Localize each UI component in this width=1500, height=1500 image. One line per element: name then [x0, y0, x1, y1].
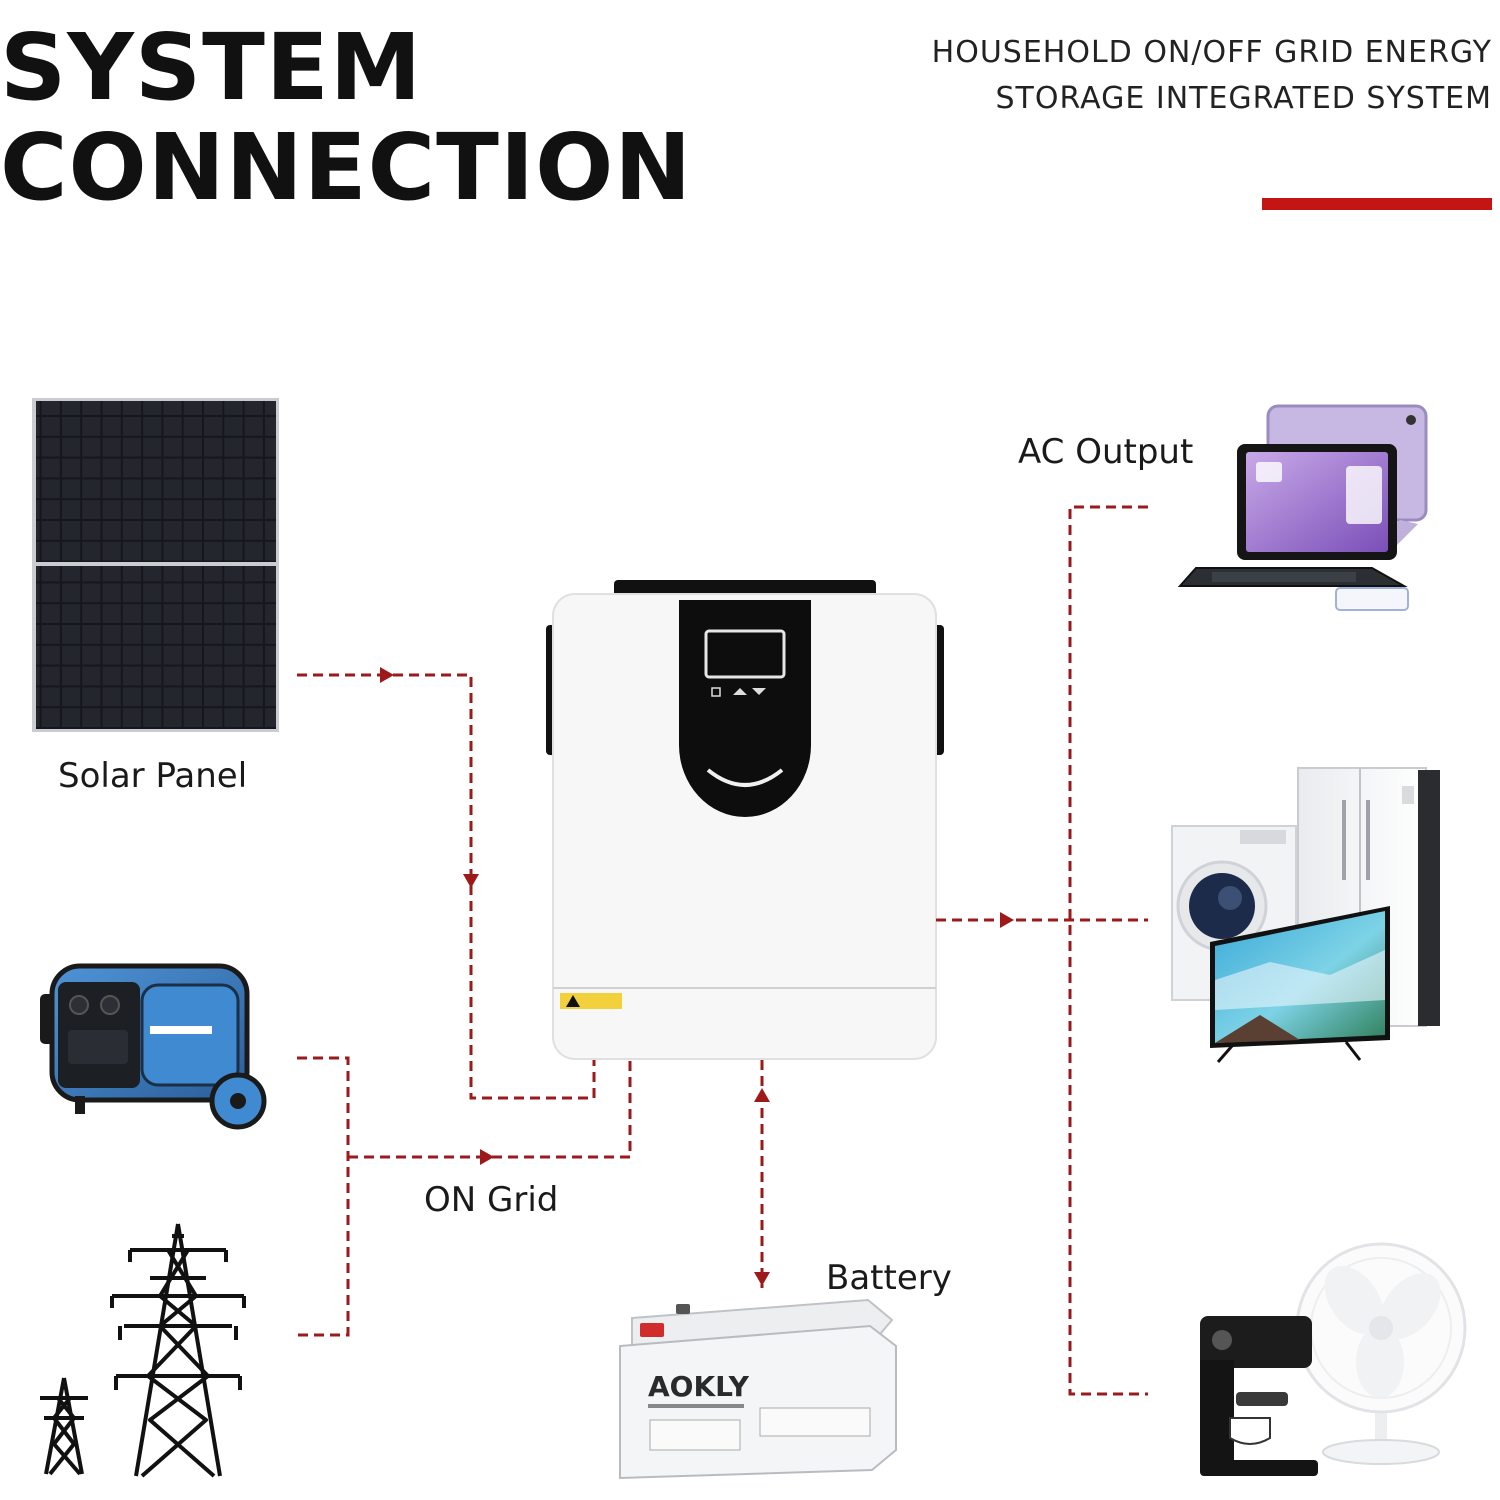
- solar-panel-label: Solar Panel: [58, 756, 248, 796]
- coffee-fan-icon: [1200, 1242, 1467, 1476]
- ongrid-arrow-right: [480, 1149, 494, 1165]
- solar-arrow-down: [463, 874, 479, 888]
- on-grid-label: ON Grid: [424, 1180, 559, 1220]
- subtitle-line-1: HOUSEHOLD ON/OFF GRID ENERGY: [931, 35, 1492, 70]
- appliances-icon: [1171, 767, 1440, 1063]
- power-tower-icon: [40, 1223, 246, 1478]
- solar-panel-icon: [32, 398, 279, 732]
- subtitle-line-2: STORAGE INTEGRATED SYSTEM: [995, 81, 1492, 116]
- page-title: SYSTEM CONNECTION: [0, 18, 692, 218]
- battery-arrow-up: [754, 1088, 770, 1102]
- inverter-icon: [546, 580, 944, 1060]
- flow-arrows: [380, 667, 1014, 1286]
- battery-brand-text: AOKLY: [648, 1370, 750, 1403]
- accent-bar: [1262, 198, 1492, 210]
- page-subtitle: HOUSEHOLD ON/OFF GRID ENERGY STORAGE INT…: [732, 30, 1492, 122]
- generator-icon: [40, 963, 267, 1130]
- ac-output-line: [936, 505, 1148, 1396]
- ac-output-label: AC Output: [1018, 432, 1194, 472]
- battery-arrow-down: [754, 1272, 770, 1286]
- title-line-1: SYSTEM: [0, 14, 423, 121]
- laptop-tablet-icon: [1177, 404, 1428, 611]
- battery-label: Battery: [826, 1258, 952, 1298]
- solar-line: [297, 673, 596, 1100]
- ac-arrow-right: [1000, 912, 1014, 928]
- title-line-2: CONNECTION: [0, 114, 693, 221]
- ongrid-line: [297, 1056, 632, 1337]
- solar-arrow-right: [380, 667, 394, 683]
- battery-icon: AOKLY: [619, 1298, 897, 1480]
